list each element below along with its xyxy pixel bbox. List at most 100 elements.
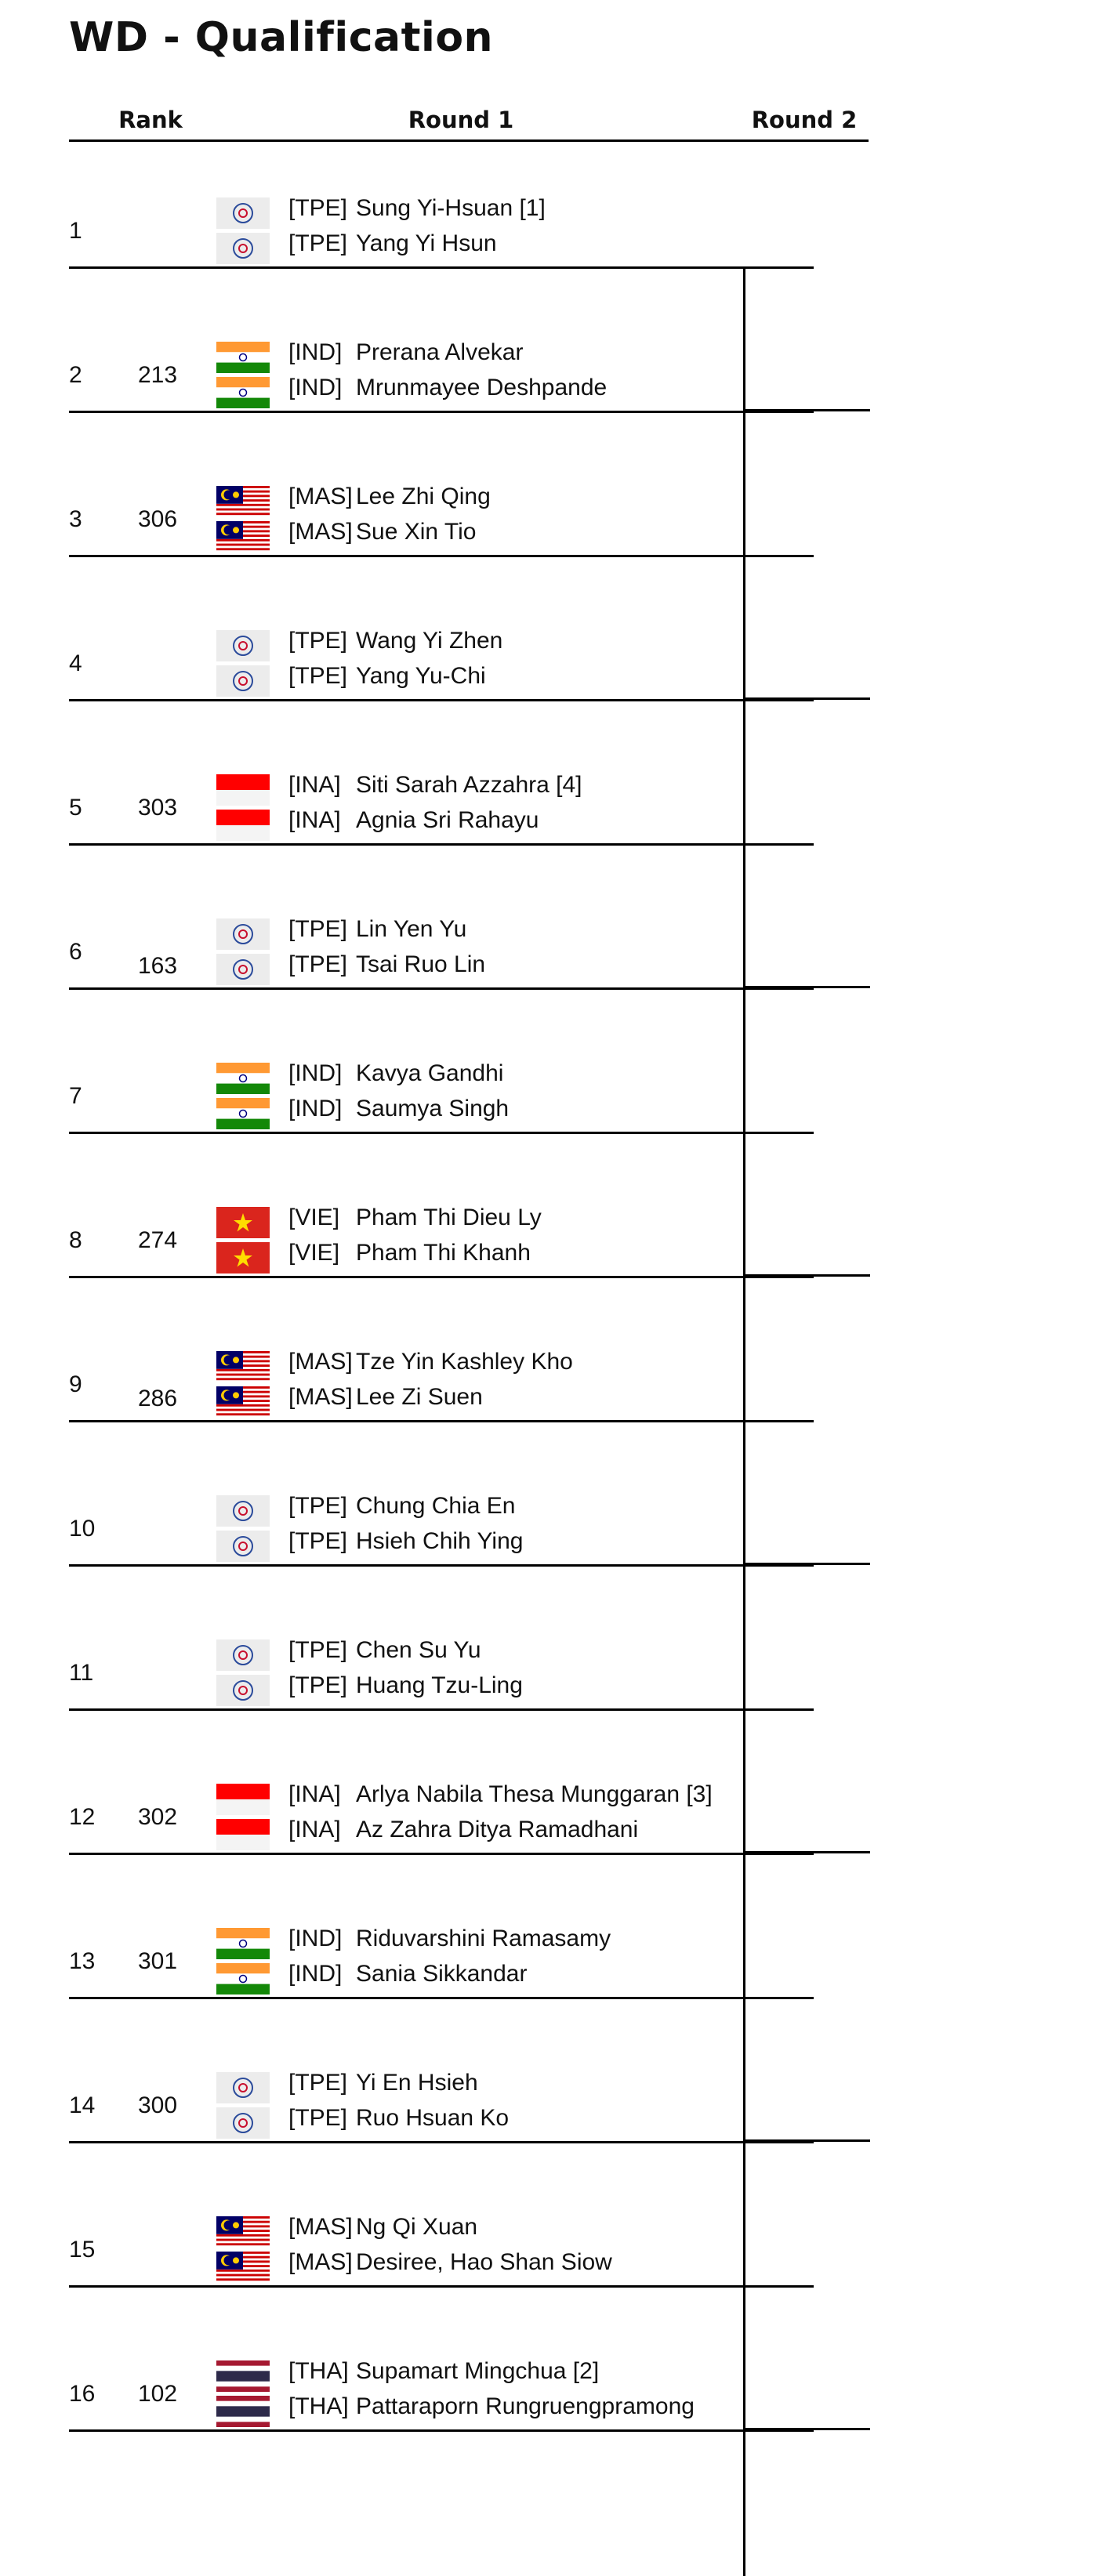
draw-position: 11 [69, 1660, 94, 1686]
malaysia-flag-icon [216, 1351, 270, 1382]
chinese-taipei-flag-icon [216, 665, 270, 697]
india-flag-icon [216, 1963, 270, 1994]
round-2-slot-line [743, 2428, 870, 2430]
player-name[interactable]: Lee Zhi Qing [356, 484, 491, 509]
chinese-taipei-flag-icon [216, 1531, 270, 1562]
player-name[interactable]: Yi En Hsieh [356, 2070, 478, 2096]
player-name[interactable]: Riduvarshini Ramasamy [356, 1926, 611, 1951]
player-country: [TPE] [288, 951, 348, 977]
bracket-connector [743, 1420, 745, 1711]
player-name[interactable]: Wang Yi Zhen [356, 628, 503, 654]
round-2-slot-line [743, 1563, 870, 1565]
draw-position: 10 [69, 1516, 96, 1542]
player-entry: [TPE] Wang Yi Zhen [288, 628, 502, 654]
player-name[interactable]: Chen Su Yu [356, 1637, 481, 1663]
player-entry: [MAS]Desiree, Hao Shan Siow [288, 2249, 612, 2276]
player-name[interactable]: Tze Yin Kashley Kho [356, 1349, 573, 1375]
player-country: [TPE] [288, 1672, 348, 1698]
player-name[interactable]: Saumya Singh [356, 1096, 510, 1121]
player-name[interactable]: Ruo Hsuan Ko [356, 2105, 510, 2131]
player-name[interactable]: Chung Chia En [356, 1493, 516, 1519]
player-country: [VIE] [288, 1205, 340, 1230]
draw-position: 4 [69, 650, 82, 676]
player-country: [TPE] [288, 628, 348, 654]
player-name[interactable]: Mrunmayee Deshpande [356, 375, 608, 400]
player-entry: [INA]Agnia Sri Rahayu [288, 807, 539, 834]
player-name[interactable]: Lin Yen Yu [356, 916, 467, 942]
player-country: [INA] [288, 772, 341, 798]
player-entry: [IND]Saumya Singh [288, 1096, 509, 1122]
player-name[interactable]: Desiree, Hao Shan Siow [356, 2249, 612, 2275]
bracket-line [69, 411, 814, 413]
player-name[interactable]: Sue Xin Tio [356, 519, 477, 545]
malaysia-flag-icon [216, 2252, 270, 2283]
player-name[interactable]: Hsieh Chih Ying [356, 1528, 524, 1554]
player-country: [MAS] [288, 1384, 353, 1410]
draw-entry: 4 [TPE] Wang Yi Zhen [TPE]Yang Yu-Chi [0, 594, 1099, 738]
malaysia-flag-icon [216, 2216, 270, 2248]
player-name[interactable]: Huang Tzu-Ling [356, 1672, 523, 1698]
india-flag-icon [216, 1063, 270, 1094]
india-flag-icon [216, 1098, 270, 1129]
header-divider [69, 139, 869, 142]
player-country: [MAS] [288, 2249, 353, 2275]
vietnam-flag-icon [216, 1207, 270, 1238]
player-name[interactable]: Lee Zi Suen [356, 1384, 483, 1410]
bracket-line [69, 2429, 814, 2432]
player-name[interactable]: Prerana Alvekar [356, 339, 524, 365]
player-name[interactable]: Sania Sikkandar [356, 1961, 528, 1987]
player-entry: [MAS]Lee Zi Suen [288, 1384, 483, 1411]
player-name[interactable]: Az Zahra Ditya Ramadhani [356, 1817, 639, 1842]
player-country: [MAS] [288, 1349, 353, 1375]
bracket-line [69, 987, 814, 990]
chinese-taipei-flag-icon [216, 2072, 270, 2103]
thailand-flag-icon [216, 2360, 270, 2392]
player-rank: 163 [138, 953, 178, 979]
player-entry: [THA]Pattaraporn Rungruengpramong [288, 2393, 695, 2420]
player-name[interactable]: Yang Yi Hsun [356, 230, 497, 256]
player-entry: [TPE]Yang Yu-Chi [288, 663, 486, 690]
malaysia-flag-icon [216, 521, 270, 553]
round-2-slot-line [743, 697, 870, 700]
player-country: [THA] [288, 2358, 349, 2384]
player-name[interactable]: Arlya Nabila Thesa Munggaran [3] [356, 1781, 713, 1807]
player-country: [VIE] [288, 1240, 340, 1266]
draw-position: 8 [69, 1227, 82, 1253]
player-name[interactable]: Pattaraporn Rungruengpramong [356, 2393, 695, 2419]
player-rank: 303 [138, 795, 178, 821]
player-name[interactable]: Ng Qi Xuan [356, 2214, 478, 2240]
player-entry: [TPE] Yang Yi Hsun [288, 230, 497, 257]
player-name[interactable]: Supamart Mingchua [2] [356, 2358, 600, 2384]
player-name[interactable]: Pham Thi Khanh [356, 1240, 531, 1266]
chinese-taipei-flag-icon [216, 918, 270, 950]
player-name[interactable]: Sung Yi-Hsuan [1] [356, 195, 546, 221]
player-country: [TPE] [288, 230, 348, 256]
bracket-line [69, 2141, 814, 2143]
bracket-line [69, 1132, 814, 1134]
bracket-line [69, 1420, 814, 1422]
draw-position: 7 [69, 1083, 82, 1109]
chinese-taipei-flag-icon [216, 233, 270, 264]
india-flag-icon [216, 377, 270, 408]
player-entry: [TPE]Sung Yi-Hsuan [1] [288, 195, 546, 222]
player-name[interactable]: Kavya Gandhi [356, 1060, 504, 1086]
chinese-taipei-flag-icon [216, 1639, 270, 1671]
chinese-taipei-flag-icon [216, 1675, 270, 1706]
chinese-taipei-flag-icon [216, 1495, 270, 1527]
player-name[interactable]: Tsai Ruo Lin [356, 951, 486, 977]
bracket-connector [743, 555, 745, 846]
player-name[interactable]: Siti Sarah Azzahra [4] [356, 772, 582, 798]
bracket-line [69, 555, 814, 557]
column-header-round-1: Round 1 [408, 107, 514, 133]
bracket-connector [743, 266, 745, 557]
player-entry: [IND]Sania Sikkandar [288, 1961, 527, 1987]
draw-position: 14 [69, 2092, 96, 2118]
player-name[interactable]: Yang Yu-Chi [356, 663, 486, 689]
draw-position: 3 [69, 506, 82, 532]
player-name[interactable]: Agnia Sri Rahayu [356, 807, 539, 833]
player-name[interactable]: Pham Thi Dieu Ly [356, 1205, 542, 1230]
player-entry: [MAS]Lee Zhi Qing [288, 484, 491, 510]
